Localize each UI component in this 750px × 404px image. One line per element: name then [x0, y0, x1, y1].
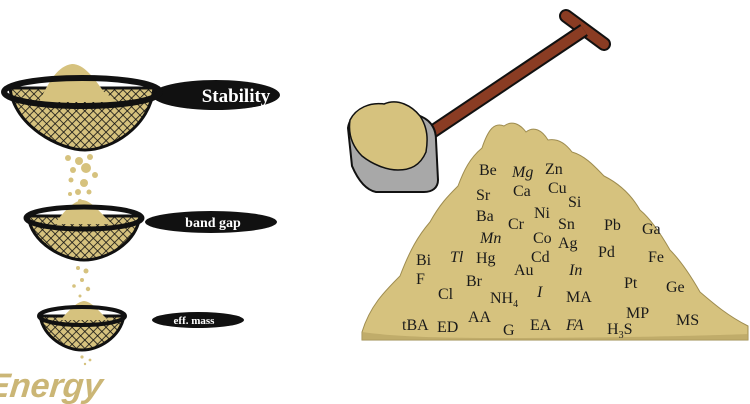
shovel-icon: [346, 9, 611, 193]
element-label: Hg: [476, 250, 496, 267]
sieve-handle: [145, 211, 277, 233]
element-label: MA: [566, 289, 592, 306]
sand-pile-shadow: [362, 332, 748, 340]
element-label: Ni: [534, 205, 551, 222]
element-label: Sn: [558, 216, 575, 233]
element-label: Bi: [416, 252, 432, 269]
element-label: Br: [466, 273, 483, 290]
element-label: ED: [437, 319, 458, 336]
element-label: G: [503, 322, 515, 339]
sieve-handle: [152, 80, 280, 110]
sieve-handle: [152, 312, 244, 328]
element-label: NH4: [490, 290, 518, 310]
element-label-nh: NH: [490, 290, 514, 307]
element-label: Si: [568, 194, 582, 211]
element-labels: Be Mg Zn Sr Ca Cu Si Ba Ni Cr Sn Pb Ga M…: [402, 161, 699, 341]
energy-label: Energy: [0, 367, 107, 404]
falling-sand-3: [80, 355, 92, 366]
sieve-label-stability: Stability: [202, 86, 271, 107]
element-label: Fe: [648, 249, 664, 266]
sieve-rim: [23, 204, 145, 232]
element-label: Pb: [604, 217, 621, 234]
element-label: EA: [530, 317, 552, 334]
falling-sand-1: [65, 154, 98, 203]
element-label: Cu: [548, 180, 567, 197]
element-label: AA: [468, 309, 492, 326]
sieve-band-gap: band gap: [23, 200, 277, 262]
element-label: F: [416, 271, 425, 288]
element-label: Sr: [476, 187, 491, 204]
sieve-label-band-gap: band gap: [185, 216, 241, 231]
element-label: H3S: [607, 321, 632, 341]
sand-heap: [40, 64, 118, 102]
element-label: Ca: [513, 183, 531, 200]
element-subscript: 4: [513, 299, 518, 310]
element-label: Cd: [531, 249, 550, 266]
element-label: Ga: [642, 221, 661, 238]
element-label: MP: [626, 305, 649, 322]
element-label: Au: [514, 262, 534, 279]
sieve-eff-mass: eff. mass: [37, 301, 244, 352]
element-label: Co: [533, 230, 552, 247]
sand-pile: [361, 122, 749, 341]
element-label-s: S: [624, 321, 633, 338]
sieve-stability: Stability: [1, 64, 280, 152]
falling-sand-2: [72, 266, 91, 298]
element-label: Be: [479, 162, 497, 179]
element-label: tBA: [402, 317, 429, 334]
element-subscript: 3: [619, 330, 624, 341]
element-label: Zn: [545, 161, 563, 178]
element-label: Pt: [624, 275, 638, 292]
sieve-rim: [37, 305, 127, 327]
sand-heap: [56, 200, 112, 224]
element-label: Mg: [511, 164, 533, 181]
sieve-label-eff-mass: eff. mass: [174, 315, 216, 327]
element-label: FA: [565, 317, 584, 334]
sieve-rim: [1, 75, 163, 109]
element-label: Cl: [438, 286, 454, 303]
sand-heap: [62, 301, 108, 320]
element-label: I: [536, 284, 543, 301]
element-label: Pd: [598, 244, 615, 261]
element-label-h: H: [607, 321, 619, 338]
element-label: Ag: [558, 235, 578, 252]
element-label: Tl: [450, 249, 464, 266]
element-label: Ge: [666, 279, 685, 296]
element-label: Ba: [476, 208, 494, 225]
element-label: MS: [676, 312, 699, 329]
element-label: Mn: [479, 230, 501, 247]
element-label: In: [568, 262, 582, 279]
element-label: Cr: [508, 216, 525, 233]
